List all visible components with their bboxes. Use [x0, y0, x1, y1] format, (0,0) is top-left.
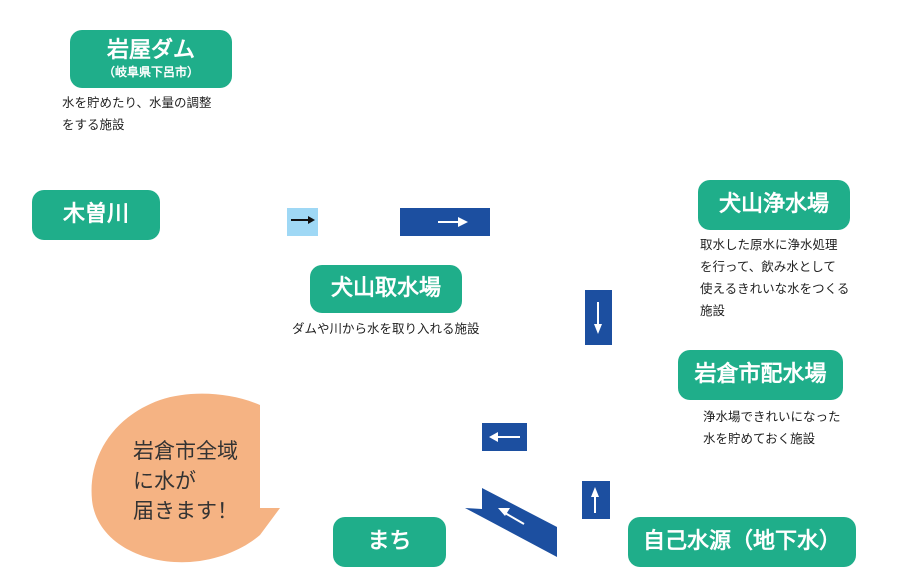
- arrow-up-icon: [591, 487, 599, 513]
- arrow-right-icon: [291, 216, 315, 224]
- node-groundwater: 自己水源（地下水）: [628, 517, 856, 567]
- intake-description: ダムや川から水を取り入れる施設: [292, 321, 480, 336]
- arrow-left-icon: [489, 432, 520, 442]
- arrow-down-blue: [585, 290, 612, 345]
- node-title: 岩倉市配水場: [694, 362, 827, 387]
- node-inuyama-intake: 犬山取水場: [310, 265, 462, 313]
- node-iwaya-dam: 岩屋ダム （岐阜県下呂市）: [70, 30, 232, 88]
- arrow-up-blue: [582, 481, 610, 519]
- node-title: 木曽川: [62, 202, 129, 227]
- node-title: 犬山浄水場: [718, 192, 829, 217]
- node-title: まち: [367, 529, 412, 554]
- node-iwakura-distribution: 岩倉市配水場: [678, 350, 843, 400]
- arrow-down-icon: [594, 302, 602, 334]
- arrow-right-blue: [400, 208, 490, 236]
- arrow-left-blue: [482, 423, 527, 451]
- node-town: まち: [333, 517, 446, 567]
- node-title: 自己水源（地下水）: [642, 529, 841, 554]
- distribution-description: 浄水場できれいになった 水を貯めておく施設: [703, 409, 841, 446]
- speech-bubble-text: 岩倉市全域 に水が 届きます！: [133, 439, 238, 523]
- purification-description: 取水した原水に浄水処理 を行って、飲み水として 使えるきれいな水をつくる 施設: [700, 237, 850, 318]
- dam-description: 水を貯めたり、水量の調整 をする施設: [62, 95, 212, 132]
- arrow-right-icon: [438, 217, 468, 227]
- node-title: 犬山取水場: [330, 276, 441, 301]
- node-title: 岩屋ダム: [106, 38, 195, 63]
- arrow-right-light: [287, 208, 318, 236]
- node-subtitle: （岐阜県下呂市）: [102, 65, 199, 79]
- node-inuyama-purification: 犬山浄水場: [698, 180, 850, 230]
- node-kiso-river: 木曽川: [32, 190, 160, 240]
